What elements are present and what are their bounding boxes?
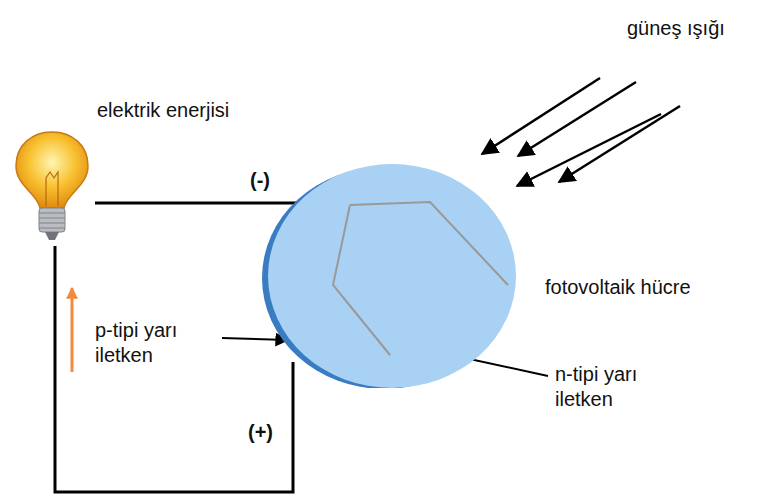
- light-label: güneş ışığı: [627, 16, 725, 41]
- wire: [55, 246, 293, 492]
- light-bulb: elektrik enerjisi: [10, 128, 95, 246]
- cell-disc: [262, 160, 518, 388]
- polarity-label: (+): [248, 420, 273, 445]
- semiconductor-label: n-tipi yarı iletken: [555, 362, 677, 412]
- photovoltaic-cell: fotovoltaik hücre: [262, 160, 518, 388]
- bulb-symbol: [10, 128, 95, 246]
- sun-rays: [482, 78, 680, 186]
- leader-line: [222, 338, 288, 340]
- semiconductor-label: p-tipi yarı iletken: [95, 318, 213, 368]
- current-arrow: [71, 288, 74, 372]
- polarity-label: (-): [250, 168, 270, 193]
- cell-label: fotovoltaik hücre: [545, 275, 691, 300]
- energy-label: elektrik enerjisi: [97, 98, 229, 123]
